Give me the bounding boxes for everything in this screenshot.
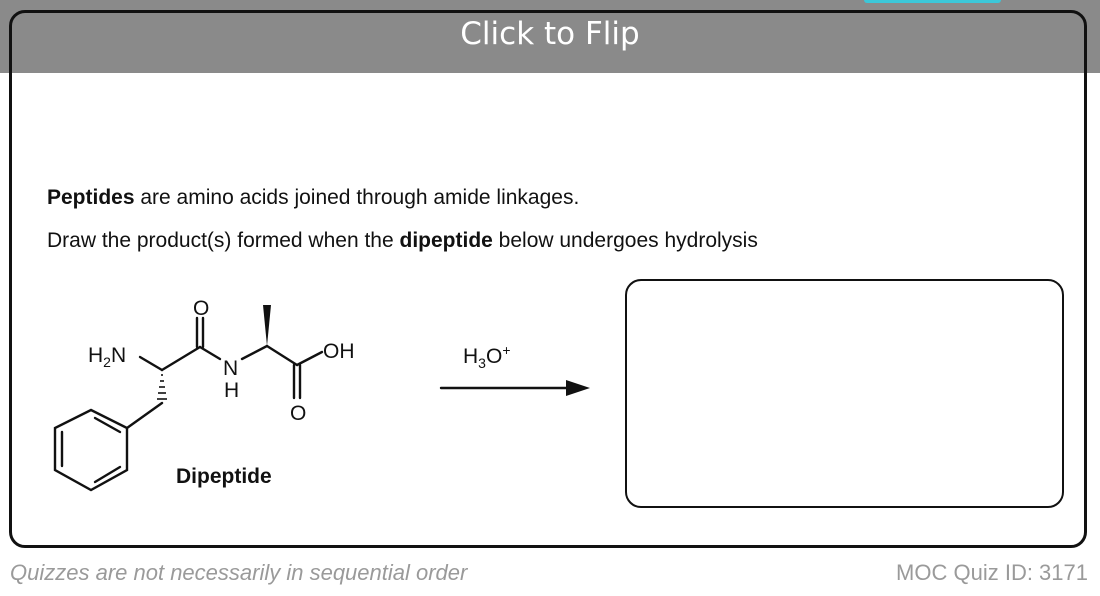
sequence-disclaimer: Quizzes are not necessarily in sequentia… (10, 560, 468, 585)
reagent-label: H3O+ (463, 342, 511, 371)
question-text: Draw the product(s) formed when the (47, 229, 400, 252)
term-dipeptide: dipeptide (399, 229, 493, 252)
product-answer-box[interactable] (625, 279, 1064, 508)
amide-nitrogen-label: N (223, 357, 238, 380)
carbonyl-oxygen-label: O (193, 297, 209, 320)
acid-oxygen-label: O (290, 402, 306, 425)
amine-label: H2N (88, 344, 126, 370)
flashcard[interactable] (9, 10, 1087, 548)
dipeptide-label: Dipeptide (176, 465, 272, 488)
question-line-2: Draw the product(s) formed when the dipe… (47, 229, 758, 253)
quiz-id: MOC Quiz ID: 3171 (896, 560, 1088, 585)
question-text: are amino acids joined through amide lin… (134, 186, 580, 209)
question-text: below undergoes hydrolysis (492, 229, 758, 252)
click-to-flip-label[interactable]: Click to Flip (460, 16, 640, 52)
hydroxyl-label: OH (323, 340, 355, 363)
top-accent-tab (864, 0, 1001, 3)
amide-hydrogen-label: H (224, 379, 239, 402)
question-line-1: Peptides are amino acids joined through … (47, 186, 579, 210)
term-peptides: Peptides (47, 186, 135, 209)
